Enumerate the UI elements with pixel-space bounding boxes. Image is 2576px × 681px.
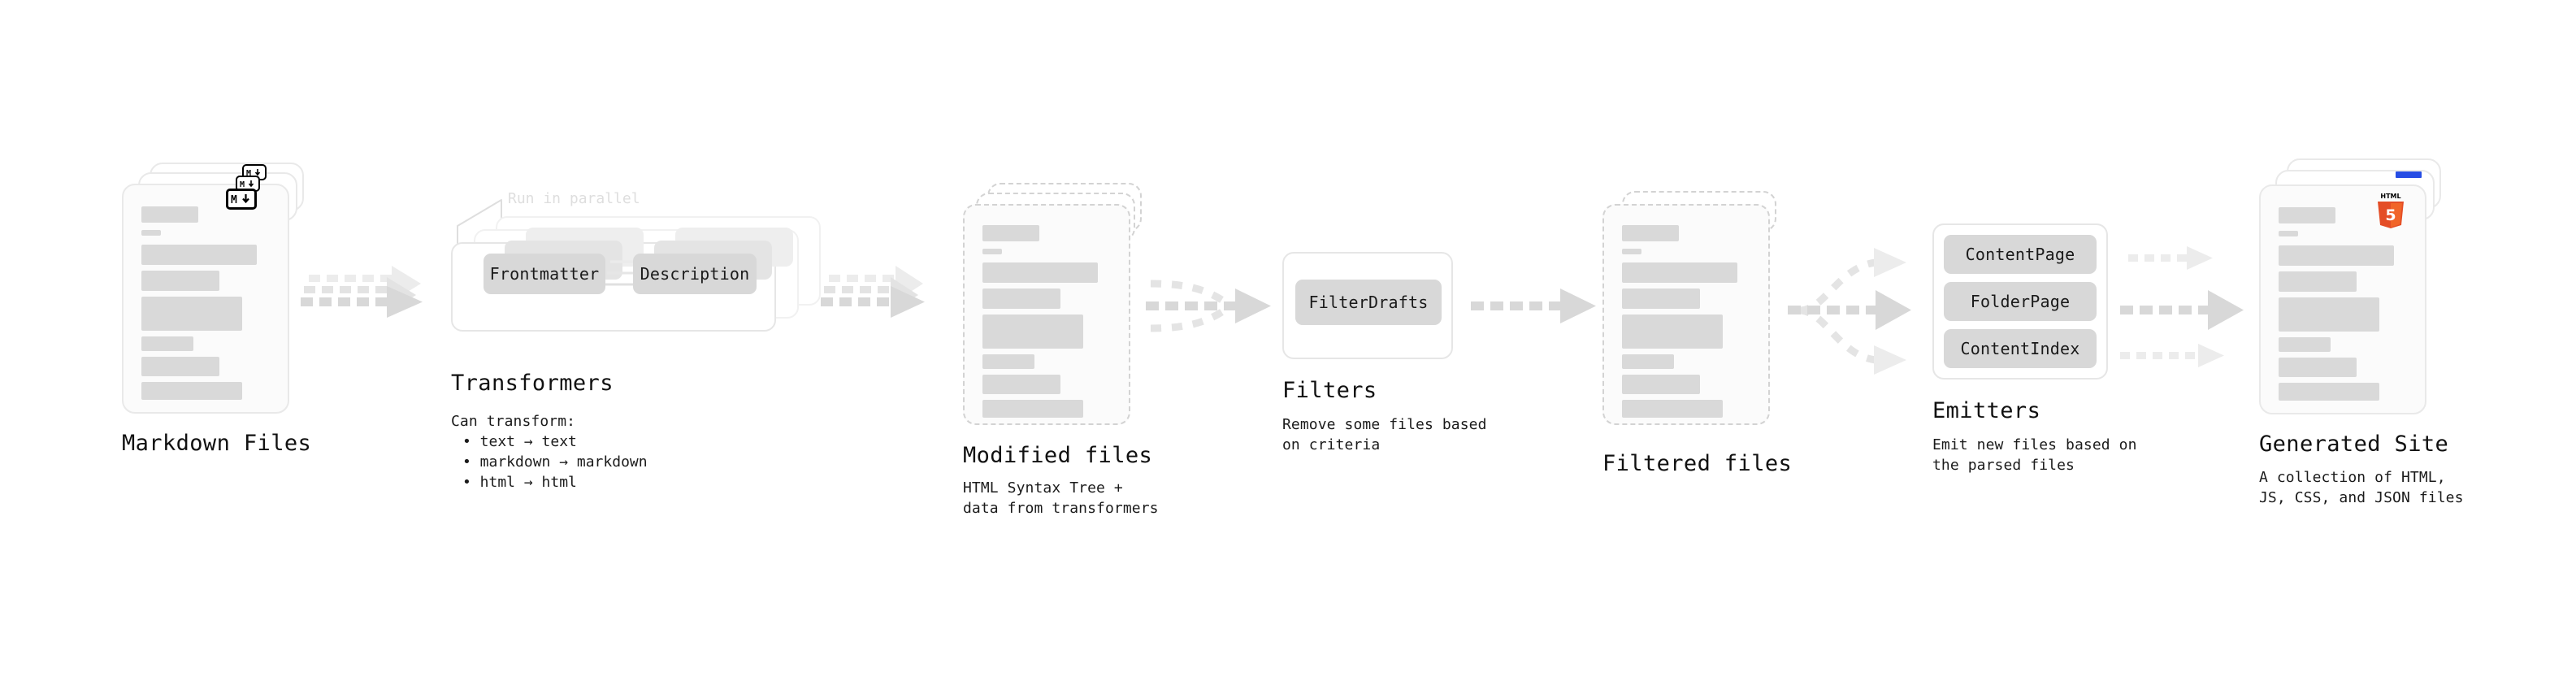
site-file-stack: HTML 5	[2259, 158, 2454, 419]
html5-digit: 5	[2385, 206, 2396, 224]
connector-filtered-to-emitters	[1788, 248, 1911, 375]
modified-card-front	[963, 204, 1130, 425]
transformer-pill-description[interactable]: Description	[633, 254, 757, 294]
stage-title-generated-site: Generated Site	[2259, 432, 2449, 457]
transformer-pill-frontmatter[interactable]: Frontmatter	[484, 254, 605, 294]
markdown-file-stack: M M M	[122, 163, 309, 423]
modified-file-stack	[963, 183, 1150, 427]
markdown-card-front	[122, 184, 289, 414]
stage-generated-site: HTML 5 Generated Site A collection of HT…	[2259, 158, 2463, 506]
connector-emitters-to-site	[2120, 246, 2244, 367]
markdown-badge-icon: M	[226, 189, 257, 210]
site-card-front-html	[2259, 184, 2426, 414]
modified-files-caption: HTML Syntax Tree + data from transformer…	[963, 479, 1159, 517]
stage-title-transformers: Transformers	[451, 371, 614, 396]
filtered-card-front	[1602, 204, 1770, 425]
stage-title-modified-files: Modified files	[963, 443, 1153, 468]
run-in-parallel-label: Run in parallel	[508, 190, 640, 207]
svg-text:M: M	[246, 169, 251, 178]
css-badge	[2396, 171, 2422, 178]
html5-badge: HTML 5	[2373, 191, 2409, 232]
html5-label: HTML	[2380, 193, 2400, 200]
filters-caption: Remove some files based on criteria	[1282, 416, 1487, 453]
svg-text:M: M	[231, 194, 237, 206]
transformers-bullet-1: • markdown → markdown	[462, 453, 648, 471]
emitters-caption: Emit new files based on the parsed files	[1932, 436, 2137, 474]
run-in-parallel-bracket	[457, 199, 502, 244]
connector-modified-to-filters	[1146, 280, 1271, 332]
stage-title-filtered-files: Filtered files	[1602, 451, 1793, 476]
transformers-bullet-0: • text → text	[462, 433, 577, 450]
stage-title-emitters: Emitters	[1932, 398, 2041, 423]
filtered-file-stack	[1602, 191, 1789, 427]
stage-markdown-files: M M M Markdown Files	[122, 163, 311, 456]
stage-modified-files: Modified files HTML Syntax Tree + data f…	[963, 183, 1159, 517]
stage-filtered-files: Filtered files	[1602, 191, 1792, 476]
emitters-pill-folderpage[interactable]: FolderPage	[1944, 282, 2097, 321]
stage-title-filters: Filters	[1282, 378, 1377, 403]
emitters-pill-contentpage[interactable]: ContentPage	[1944, 235, 2097, 274]
stage-title-markdown-files: Markdown Files	[122, 431, 312, 456]
transformers-bullet-2: • html → html	[462, 474, 577, 491]
connector-transformers-to-modified	[821, 266, 925, 318]
transformers-caption-heading: Can transform:	[451, 413, 576, 430]
connector-markdown-to-transformers	[301, 266, 423, 318]
svg-text:M: M	[240, 180, 245, 189]
generated-site-caption: A collection of HTML, JS, CSS, and JSON …	[2259, 469, 2464, 506]
emitters-pill-contentindex[interactable]: ContentIndex	[1944, 329, 2097, 368]
connector-filters-to-filtered	[1471, 288, 1596, 323]
filters-pill-filterdrafts[interactable]: FilterDrafts	[1295, 280, 1442, 325]
